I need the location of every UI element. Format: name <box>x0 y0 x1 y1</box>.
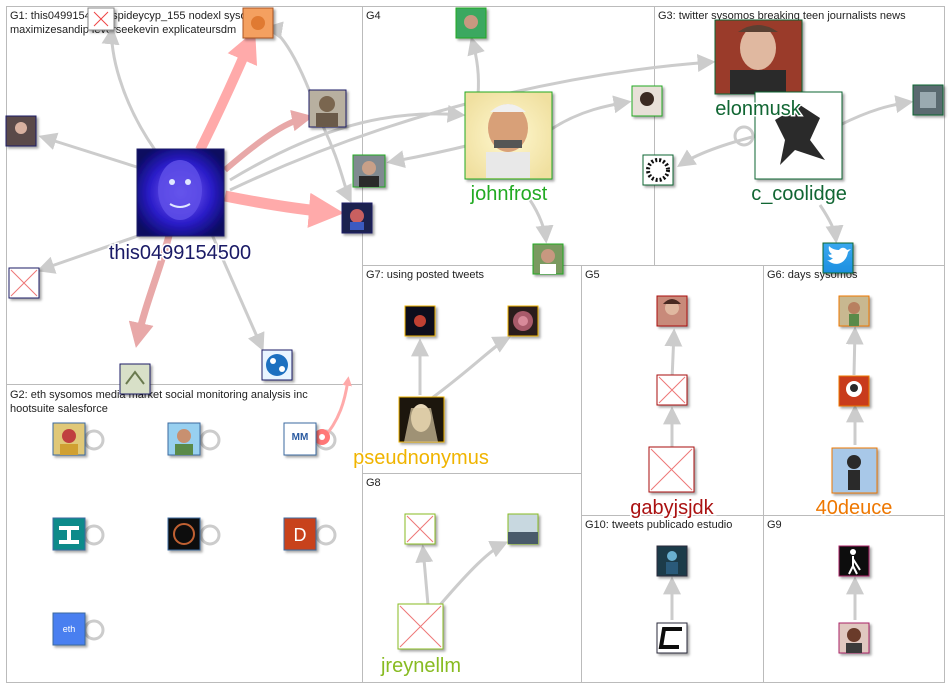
node-this0499154500[interactable] <box>136 148 225 237</box>
node-g3-twitter[interactable] <box>822 242 854 274</box>
node-g7-rose[interactable] <box>507 305 539 337</box>
node-g10-bottom[interactable] <box>656 622 688 654</box>
node-g8-broken-image[interactable] <box>404 513 436 545</box>
node-g8-landscape[interactable] <box>507 513 539 545</box>
label-jreynellm: jreynellm <box>380 655 461 677</box>
node-g3-sunburst[interactable] <box>642 154 674 186</box>
group-titles: G1: this0499154500 spideycyp_155 nodexl … <box>10 10 906 531</box>
node-g6-top[interactable] <box>838 295 870 327</box>
node-g2-d-tile[interactable]: D <box>283 517 317 551</box>
group-title-g2: G2: eth sysomos media market social moni… <box>10 389 308 415</box>
node-g2-eth[interactable]: eth <box>52 612 86 646</box>
node-g2-teal[interactable] <box>52 517 86 551</box>
node-g4-woman-right[interactable] <box>631 85 663 117</box>
node-g1-man-beard[interactable] <box>308 89 347 128</box>
g1-title-line1: G1: this0499154500 spideycyp_155 nodexl … <box>10 10 268 22</box>
node-g2-dark-logo[interactable] <box>167 517 201 551</box>
label-johnfrost: johnfrost <box>470 183 548 205</box>
node-g9-bottom[interactable] <box>838 622 870 654</box>
label-gabyjsjdk: gabyjsjdk <box>630 497 714 519</box>
node-g1-gaming[interactable] <box>341 202 373 234</box>
node-elonmusk[interactable] <box>714 19 803 95</box>
node-40deuce[interactable] <box>831 447 878 494</box>
group-title-g10: G10: tweets publicado estudio <box>585 519 732 531</box>
label-pseudnonymus: pseudnonymus <box>353 447 489 469</box>
node-pseudnonymus[interactable] <box>398 396 445 443</box>
node-g1-broken-image[interactable] <box>8 267 40 299</box>
g2-title-line1: G2: eth sysomos media market social moni… <box>10 389 308 401</box>
node-g1-blue-gears[interactable] <box>261 349 293 381</box>
node-g4-top[interactable] <box>455 7 487 39</box>
g2-eth-text: eth <box>63 624 76 634</box>
label-this0499154500: this0499154500 <box>109 242 251 264</box>
label-c_coolidge: c_coolidge <box>751 183 847 205</box>
node-c_coolidge[interactable] <box>754 91 843 180</box>
node-g10-top[interactable] <box>656 545 688 577</box>
label-elonmusk: elonmusk <box>715 98 802 120</box>
group-title-g3: G3: twitter sysomos breaking teen journa… <box>658 10 906 22</box>
g1-title-line2: maximizesandip leverseekevin explicateur… <box>10 24 236 36</box>
node-g9-top[interactable] <box>838 545 870 577</box>
group-title-g9: G9 <box>767 519 782 531</box>
node-g5-top[interactable] <box>656 295 688 327</box>
group-title-g1: G1: this0499154500 spideycyp_155 nodexl … <box>10 10 268 36</box>
g2-title-line2: hootsuite salesforce <box>10 403 108 415</box>
node-g2-person1[interactable] <box>52 422 86 456</box>
node-g2-mm[interactable]: MM <box>283 422 317 456</box>
label-40deuce: 40deuce <box>816 497 893 519</box>
node-g2-person2[interactable] <box>167 422 201 456</box>
group-title-g8: G8 <box>366 477 381 489</box>
node-g4-bottom[interactable] <box>532 243 564 275</box>
group-grid <box>6 6 945 683</box>
node-g7-moon[interactable] <box>404 305 436 337</box>
node-g1-small-top[interactable] <box>87 7 115 31</box>
group-title-g7: G7: using posted tweets <box>366 269 485 281</box>
node-jreynellm[interactable] <box>397 603 444 650</box>
node-g5-mid[interactable] <box>656 374 688 406</box>
red-edges <box>128 30 352 445</box>
node-g6-mid[interactable] <box>838 375 870 407</box>
group-title-g4: G4 <box>366 10 381 22</box>
node-g4-man-left[interactable] <box>352 154 386 188</box>
g2-d-letter: D <box>294 525 307 545</box>
node-gabyjsjdk[interactable] <box>648 446 695 493</box>
node-g1-drawing[interactable] <box>119 363 151 395</box>
node-johnfrost[interactable] <box>464 91 553 180</box>
node-g1-woman[interactable] <box>5 115 37 147</box>
node-g3-right[interactable] <box>912 84 944 116</box>
nodes: MM D eth <box>5 7 944 654</box>
g2-mm-text: MM <box>292 432 309 443</box>
node-g1-orange[interactable] <box>242 7 274 39</box>
group-title-g5: G5 <box>585 269 600 281</box>
node-labels: this0499154500 johnfrost elonmusk c_cool… <box>107 97 894 679</box>
